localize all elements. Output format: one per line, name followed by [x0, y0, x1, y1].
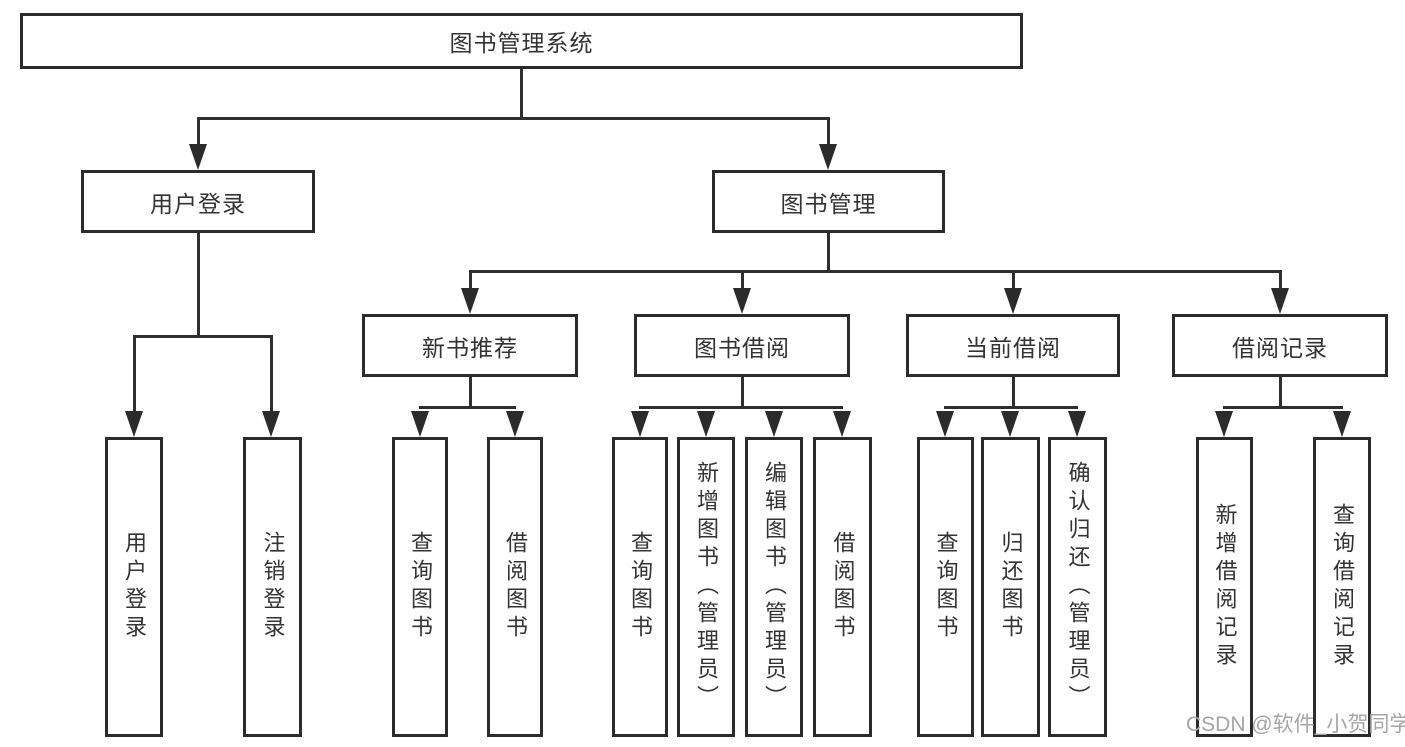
arrow-to-current-borrow — [1004, 288, 1022, 314]
edge-borrow-record-rail — [1223, 406, 1343, 409]
node-book-mgmt-label: 图书管理 — [780, 190, 877, 217]
leaf-bb-borrow-book: 借阅图书 — [813, 437, 872, 737]
edge-to-new-book-rec — [469, 270, 472, 291]
arrow-to-leaf-logout — [262, 411, 280, 437]
leaf-br-add-record-label: 新增借阅记录 — [1212, 503, 1238, 671]
edge-to-leaf-user-login — [133, 335, 136, 413]
arrow-to-cb-query-book — [936, 411, 954, 437]
edge-root-rail — [197, 117, 830, 120]
arrow-to-bb-edit-book — [765, 411, 783, 437]
edge-new-book-rec-rail — [419, 406, 516, 409]
edge-current-borrow-rail — [944, 406, 1078, 409]
leaf-bb-add-book-admin: 新增图书（管理员） — [677, 437, 735, 737]
node-borrow-record-label: 借阅记录 — [1232, 334, 1328, 361]
arrow-to-rec-borrow-book — [506, 411, 524, 437]
edge-book-borrow-stem — [741, 377, 744, 408]
leaf-bb-query-book: 查询图书 — [612, 437, 668, 737]
edge-root-to-book-mgmt — [827, 117, 830, 146]
node-new-book-rec: 新书推荐 — [362, 314, 578, 377]
edge-book-mgmt-stem — [827, 233, 830, 272]
leaf-bb-edit-book-admin: 编辑图书（管理员） — [745, 437, 803, 737]
arrow-to-leaf-user-login — [125, 411, 143, 437]
arrow-to-bb-query-book — [631, 411, 649, 437]
arrow-to-borrow-record — [1271, 288, 1289, 314]
leaf-cb-confirm-return-admin-label: 确认归还（管理员） — [1065, 461, 1091, 713]
leaf-bb-add-book-admin-label: 新增图书（管理员） — [694, 461, 719, 713]
leaf-br-add-record: 新增借阅记录 — [1196, 437, 1253, 737]
leaf-bb-borrow-book-label: 借阅图书 — [830, 531, 856, 643]
edge-book-mgmt-rail — [469, 270, 1281, 273]
leaf-user-login: 用户登录 — [105, 437, 163, 737]
leaf-rec-borrow-book-label: 借阅图书 — [503, 531, 528, 643]
leaf-rec-query-book: 查询图书 — [392, 437, 448, 737]
edge-root-stem — [520, 69, 523, 117]
csdn-watermark: CSDN @软件_小贺同学 — [1186, 713, 1405, 736]
arrow-to-new-book-rec — [461, 288, 479, 314]
leaf-br-query-record: 查询借阅记录 — [1313, 437, 1371, 737]
node-borrow-record: 借阅记录 — [1172, 314, 1388, 377]
arrow-to-user-login — [189, 144, 207, 170]
edge-root-to-user-login — [197, 117, 200, 146]
edge-to-current-borrow — [1012, 270, 1015, 291]
leaf-cb-return-book: 归还图书 — [981, 437, 1040, 737]
leaf-bb-query-book-label: 查询图书 — [628, 531, 653, 643]
node-book-borrow-label: 图书借阅 — [694, 334, 790, 361]
arrow-to-rec-query-book — [411, 411, 429, 437]
node-book-borrow: 图书借阅 — [634, 314, 850, 377]
leaf-cb-query-book: 查询图书 — [917, 437, 974, 737]
node-user-login-label: 用户登录 — [150, 190, 246, 217]
edge-borrow-record-stem — [1279, 377, 1282, 408]
leaf-logout-label: 注销登录 — [260, 531, 286, 643]
edge-user-login-rail — [133, 335, 273, 338]
node-book-mgmt: 图书管理 — [712, 170, 945, 233]
arrow-to-book-mgmt — [819, 144, 837, 170]
leaf-br-query-record-label: 查询借阅记录 — [1330, 503, 1355, 671]
edge-to-book-borrow — [741, 270, 744, 291]
arrow-to-bb-borrow-book — [833, 411, 851, 437]
arrow-to-br-add-record — [1215, 411, 1233, 437]
arrow-to-book-borrow — [733, 288, 751, 314]
leaf-cb-return-book-label: 归还图书 — [998, 531, 1024, 643]
leaf-rec-query-book-label: 查询图书 — [408, 531, 433, 643]
edge-book-borrow-rail — [639, 406, 843, 409]
edge-current-borrow-stem — [1012, 377, 1015, 408]
arrow-to-bb-add-book — [697, 411, 715, 437]
arrow-to-br-query-record — [1333, 411, 1351, 437]
node-root: 图书管理系统 — [20, 13, 1023, 69]
edge-user-login-stem — [197, 233, 200, 337]
edge-new-book-rec-stem — [469, 377, 472, 408]
arrow-to-cb-return-book — [1001, 411, 1019, 437]
leaf-logout: 注销登录 — [243, 437, 302, 737]
node-user-login: 用户登录 — [81, 170, 315, 233]
node-current-borrow-label: 当前借阅 — [965, 334, 1061, 361]
edge-to-leaf-logout — [270, 335, 273, 413]
edge-to-borrow-record — [1279, 270, 1282, 291]
node-root-label: 图书管理系统 — [449, 30, 594, 56]
leaf-bb-edit-book-admin-label: 编辑图书（管理员） — [762, 461, 787, 713]
arrow-to-cb-confirm-return — [1068, 411, 1086, 437]
node-new-book-rec-label: 新书推荐 — [422, 334, 518, 361]
node-current-borrow: 当前借阅 — [906, 314, 1120, 377]
leaf-cb-query-book-label: 查询图书 — [933, 531, 959, 643]
leaf-rec-borrow-book: 借阅图书 — [487, 437, 543, 737]
leaf-cb-confirm-return-admin: 确认归还（管理员） — [1048, 437, 1107, 737]
leaf-user-login-label: 用户登录 — [122, 531, 147, 643]
